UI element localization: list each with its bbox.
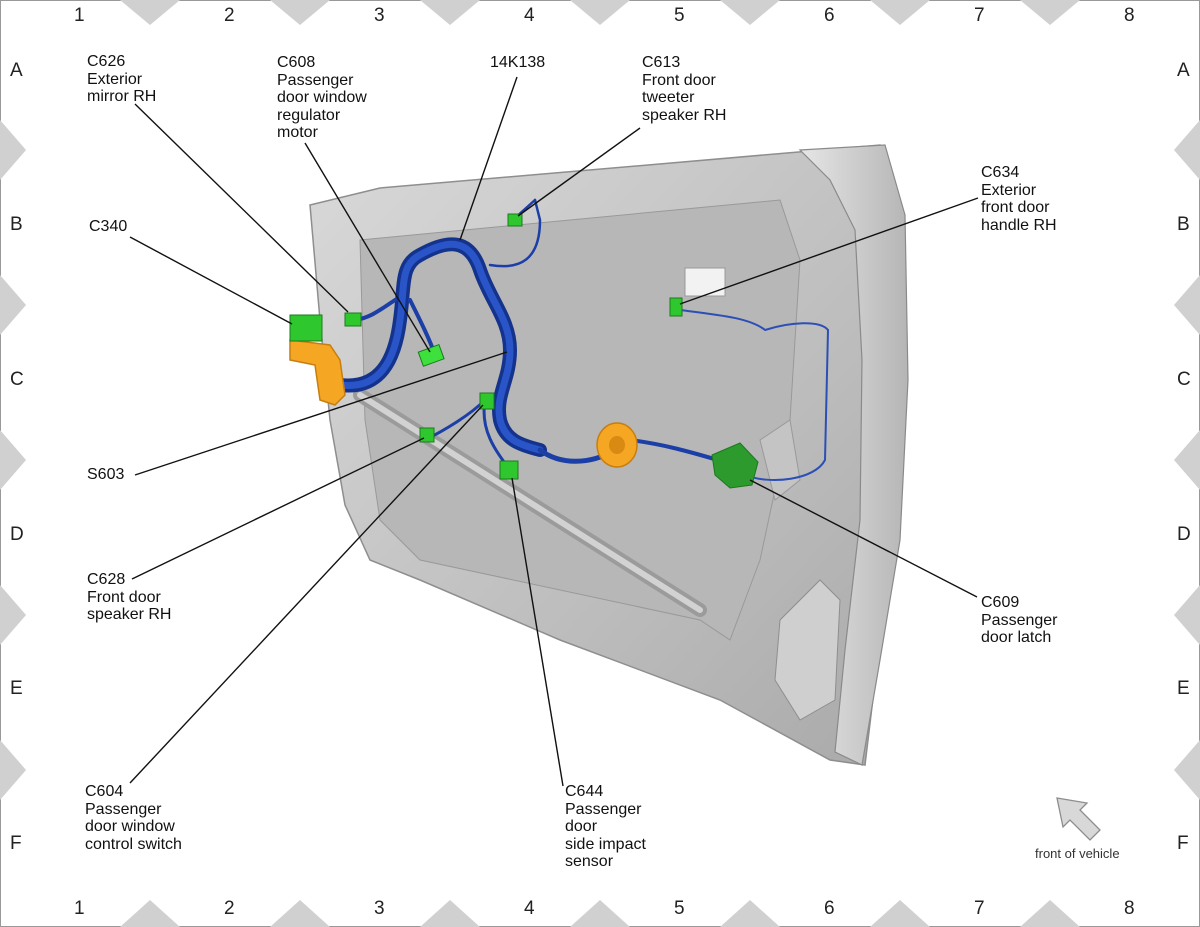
leader-lines [129,76,979,787]
grid-col-bottom-4: 4 [524,898,535,919]
grid-col-bottom-1: 1 [74,898,85,919]
grid-col-top-1: 1 [74,5,85,26]
grid-row-left-f: F [10,833,22,854]
connector-c340 [289,314,323,342]
connector-c626 [344,312,362,327]
grid-col-bottom-2: 2 [224,898,235,919]
callout-c340: C340 [89,218,128,235]
callout-14k138: 14K138 [490,54,546,71]
grid-row-right-e: E [1177,678,1190,699]
grommets [289,339,638,468]
grid-row-right-c: C [1177,369,1191,390]
grid-col-top-8: 8 [1124,5,1135,26]
front-of-vehicle-caption: front of vehicle [1035,846,1120,861]
grid-col-top-7: 7 [974,5,985,26]
grid-row-left-b: B [10,214,23,235]
connector-s603 [479,392,495,410]
grid-col-bottom-6: 6 [824,898,835,919]
grid-row-right-b: B [1177,214,1190,235]
grid-col-bottom-8: 8 [1124,898,1135,919]
grid-row-right-d: D [1177,524,1191,545]
grid-col-bottom-5: 5 [674,898,685,919]
grid-row-left-d: D [10,524,24,545]
connector-c609 [711,442,759,489]
grid-col-top-6: 6 [824,5,835,26]
grid-col-bottom-3: 3 [374,898,385,919]
grid-col-top-5: 5 [674,5,685,26]
grid-row-left-c: C [10,369,24,390]
connector-c644 [499,460,519,480]
grid-row-right-f: F [1177,833,1189,854]
grid-row-left-a: A [10,60,23,81]
connector-c613 [507,213,523,227]
connectors [289,213,759,489]
callout-s603: S603 [87,466,125,483]
grid-col-bottom-7: 7 [974,898,985,919]
connector-c628 [419,427,435,443]
grid-row-left-e: E [10,678,23,699]
arrow-up-left-icon [1056,797,1101,841]
grid-col-top-4: 4 [524,5,535,26]
grid-col-top-3: 3 [374,5,385,26]
grid-col-top-2: 2 [224,5,235,26]
grid-row-right-a: A [1177,60,1190,81]
connector-c634 [669,297,683,317]
